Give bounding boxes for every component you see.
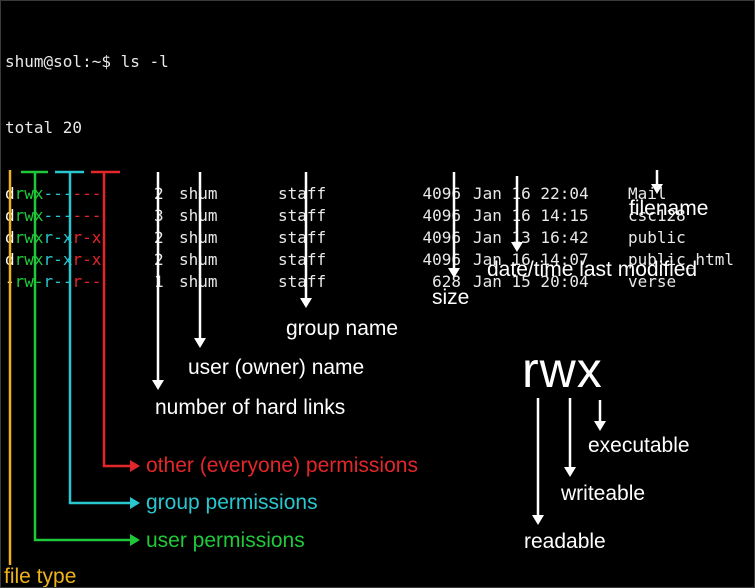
command-prompt: shum@sol:~$ ls -l	[5, 52, 169, 71]
cell-owner: shum	[179, 272, 218, 291]
label-other-permissions: other (everyone) permissions	[146, 454, 418, 477]
label-file-type: file type	[4, 565, 83, 588]
label-writeable: writeable	[561, 482, 646, 505]
user-perm-arrow-head	[130, 534, 140, 546]
user-perm-chars: rwx	[14, 184, 44, 203]
group-perm-chars: r--	[43, 272, 73, 291]
label-user-permissions: user permissions	[146, 529, 305, 552]
other-perm-arrow	[102, 172, 136, 468]
label-hard-links: number of hard links	[155, 396, 346, 419]
cell-name: public	[628, 228, 686, 247]
other-perm-chars: r--	[72, 272, 102, 291]
other-perm-chars: ---	[72, 206, 102, 225]
filename-arrow-head	[651, 184, 663, 194]
group-name-arrow-head	[300, 298, 312, 308]
writeable-arrow-head	[564, 467, 576, 477]
cell-size: 4096	[422, 206, 461, 225]
other-perm-chars: r-x	[72, 228, 102, 247]
cell-size: 4096	[422, 250, 461, 269]
label-group-permissions: group permissions	[146, 491, 318, 514]
group-perm-chars: r-x	[43, 228, 73, 247]
cell-name: csc128	[628, 206, 686, 225]
cell-owner: shum	[179, 228, 218, 247]
readable-arrow-head	[532, 515, 544, 525]
cell-name: verse	[628, 272, 677, 291]
user-perm-chars: rwx	[14, 206, 44, 225]
date-arrow-head	[511, 242, 523, 252]
owner-arrow-head	[194, 338, 206, 348]
cell-group-name: staff	[278, 228, 327, 247]
label-readable: readable	[524, 530, 606, 553]
cell-group-name: staff	[278, 272, 327, 291]
hard-links-arrow-head	[152, 380, 164, 390]
cell-owner: shum	[179, 250, 218, 269]
other-perm-chars: ---	[72, 184, 102, 203]
cell-date: Jan 16 14:07	[473, 250, 589, 269]
group-perm-chars: r-x	[43, 250, 73, 269]
user-perm-chars: rw-	[14, 272, 44, 291]
group-perm-chars: ---	[43, 184, 73, 203]
rwx-heading: rwx	[522, 342, 603, 398]
label-size: size	[432, 286, 470, 309]
label-group-name: group name	[286, 317, 399, 340]
group-perm-arrow-head	[130, 497, 140, 509]
cell-group-name: staff	[278, 184, 327, 203]
label-date-modified: date/time last modified	[487, 258, 698, 281]
permission-string: drwx------	[5, 205, 101, 227]
cell-size: 4096	[422, 184, 461, 203]
group-perm-chars: ---	[43, 206, 73, 225]
other-perm-chars: r-x	[72, 250, 102, 269]
user-perm-chars: rwx	[14, 228, 44, 247]
cell-group-name: staff	[278, 250, 327, 269]
total-line: total 20	[5, 118, 83, 137]
cell-name: public_html	[628, 250, 734, 269]
group-perm-arrow	[68, 172, 136, 505]
cell-date: Jan 15 20:04	[473, 272, 589, 291]
cell-size: 4096	[422, 228, 461, 247]
size-arrow-head	[448, 268, 460, 278]
label-filename: filename	[629, 197, 709, 220]
cell-owner: shum	[179, 206, 218, 225]
user-perm-chars: rwx	[14, 250, 44, 269]
cell-group-name: staff	[278, 206, 327, 225]
user-perm-arrow	[33, 172, 136, 542]
label-executable: executable	[588, 434, 690, 457]
other-perm-arrow-head	[130, 460, 140, 472]
cell-owner: shum	[179, 184, 218, 203]
executable-arrow-head	[594, 421, 606, 431]
label-owner-name: user (owner) name	[188, 356, 365, 379]
